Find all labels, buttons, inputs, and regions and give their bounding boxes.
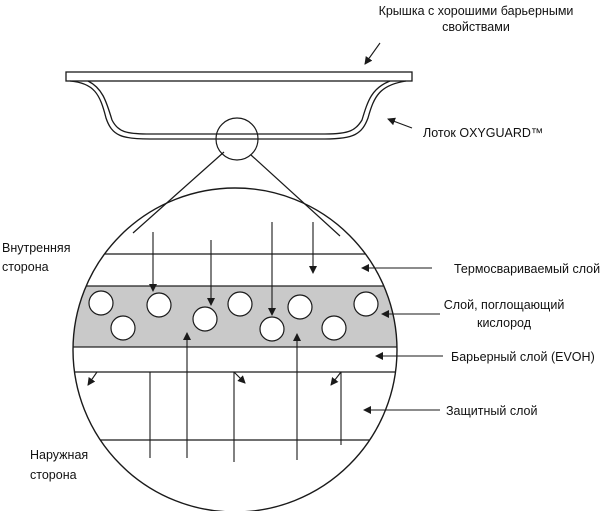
oxygen-absorber-label-line2: кислород (477, 316, 532, 330)
oxygen-arrows-outward (183, 332, 301, 460)
tray-inner-wall (87, 80, 391, 135)
protective-layer-label: Защитный слой (446, 404, 537, 418)
label-leaders (361, 42, 443, 414)
absorber-particle (192, 306, 218, 332)
inner-side-label-line1: Внутренняя (2, 241, 70, 255)
labels: Крышка с хорошими барьерными свойствами … (2, 4, 600, 482)
diagonal-arrow (330, 371, 342, 386)
absorber-particle (88, 290, 114, 316)
diagonal-arrows (87, 371, 342, 386)
absorber-particle (353, 291, 379, 317)
outer-side-label-line2: сторона (30, 468, 77, 482)
absorber-particles (88, 290, 379, 342)
outer-side-label-line1: Наружная (30, 448, 88, 462)
magnified-cross-section (72, 187, 398, 513)
vertical-paths (149, 372, 342, 462)
tray-label-prefix: Лоток (423, 126, 459, 140)
absorber-particle (227, 291, 253, 317)
heat-seal-layer-label: Термосвариваемый слой (454, 262, 600, 276)
oxygen-absorber-label-line1: Слой, поглощающий (444, 298, 565, 312)
zoom-line-left (132, 151, 225, 234)
inner-side-label-line2: сторона (2, 260, 49, 274)
lid-leader-arrow (364, 42, 381, 65)
absorber-particle (259, 316, 285, 342)
barrier-label-prefix: Барьерный слой ( (451, 350, 556, 364)
absorber-particle (321, 315, 347, 341)
lid-label-line1: Крышка с хорошими барьерными (379, 4, 574, 18)
magnified-circle (72, 187, 398, 513)
diagonal-arrow (233, 371, 246, 384)
barrier-layer-label: Барьерный слой (EVOH) (451, 350, 595, 364)
zoom-callout (132, 117, 341, 237)
tray-leader-arrow (387, 117, 413, 129)
absorber-particle (146, 292, 172, 318)
tray-brand: OXYGUARD™ (459, 126, 543, 140)
lid (65, 71, 413, 82)
tray-illustration (65, 71, 413, 140)
lid-label-line2: свойствами (442, 20, 510, 34)
absorber-particle (287, 294, 313, 320)
barrier-material: EVOH (555, 350, 590, 364)
zoom-line-right (250, 154, 341, 237)
tray-label: Лоток OXYGUARD™ (423, 126, 543, 140)
absorber-particle (110, 315, 136, 341)
oxygen-arrows-inward (149, 222, 317, 316)
tray-outer-wall (69, 80, 407, 140)
barrier-label-suffix: ) (591, 350, 595, 364)
diagonal-arrow (87, 371, 98, 386)
zoom-source-circle (215, 117, 259, 161)
